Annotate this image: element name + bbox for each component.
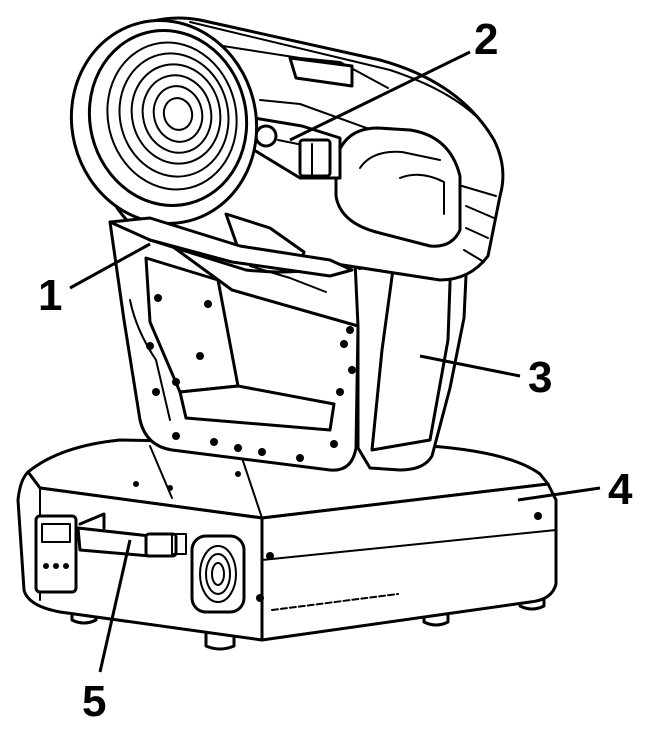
front-lens [69, 19, 259, 225]
callout-labels: 1 2 3 4 5 [38, 15, 633, 726]
moving-head [69, 16, 505, 293]
leader-3 [419, 354, 521, 378]
callout-4: 4 [608, 465, 633, 514]
callout-1: 1 [38, 271, 62, 320]
fan-grille-icon [190, 534, 246, 614]
yoke-arm-left [108, 220, 360, 472]
callout-leaders [69, 50, 601, 673]
head-adjust-knob [252, 116, 342, 180]
callout-2: 2 [474, 15, 498, 64]
vent-slots [271, 593, 399, 611]
callout-3: 3 [528, 353, 552, 402]
carry-handle [76, 512, 187, 558]
callout-5: 5 [82, 677, 106, 726]
leader-5 [98, 539, 132, 673]
control-panel [34, 514, 78, 594]
leader-2 [289, 50, 471, 142]
leader-1 [69, 242, 151, 290]
leader-4 [517, 486, 601, 502]
base-housing [16, 438, 558, 651]
